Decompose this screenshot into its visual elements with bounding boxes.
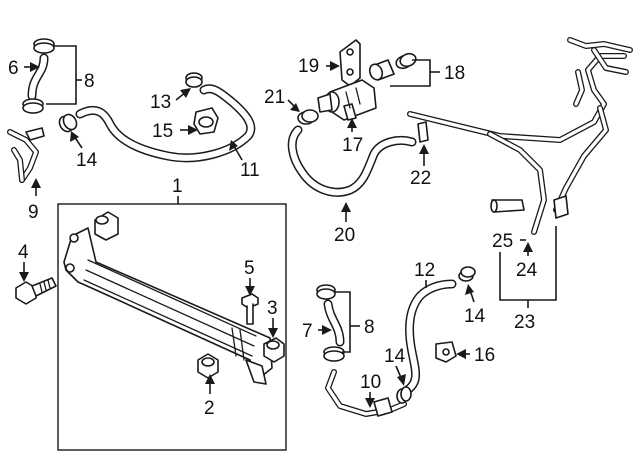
pipe-part-10: [325, 369, 407, 417]
callout-6: 6: [8, 58, 19, 79]
hose-part-7: [323, 299, 345, 347]
hose-part-6: [27, 53, 49, 101]
callout-4: 4: [18, 242, 29, 263]
callout-1: 1: [172, 176, 183, 197]
leader-8-upper: [46, 45, 77, 105]
nut-part-2: [197, 353, 219, 379]
callout-11: 11: [240, 160, 260, 181]
clamp-lower-mid-upper: [316, 284, 336, 300]
callout-7: 7: [302, 321, 313, 342]
callout-2: 2: [204, 398, 215, 419]
fitting-part-25: [490, 199, 525, 213]
clamp-part-14-lower: [396, 386, 412, 404]
bolt-part-4: [15, 277, 57, 305]
callout-15: 15: [152, 121, 173, 142]
grommet: [94, 211, 119, 241]
leaders: [19, 59, 557, 408]
clamp-part-13: [185, 72, 203, 88]
callout-8-upper: 8: [84, 71, 95, 92]
callout-13: 13: [150, 92, 171, 113]
callout-9: 9: [28, 202, 39, 223]
callout-24: 24: [516, 260, 538, 281]
callout-22: 22: [410, 168, 431, 189]
pipe-part-9: [7, 127, 45, 183]
callout-21: 21: [264, 87, 285, 108]
callout-20: 20: [334, 225, 355, 246]
callout-12: 12: [414, 260, 435, 281]
leader-8-lower: [334, 291, 351, 353]
bracket-part-19: [339, 39, 361, 87]
clamp-part-18: [368, 52, 417, 81]
callout-14-left: 14: [76, 150, 98, 171]
callout-10: 10: [360, 372, 381, 393]
clamp-lower-mid-lower: [323, 346, 345, 362]
callout-23: 23: [514, 312, 535, 333]
clamp-upper-left: [33, 38, 55, 54]
bushing-part-3: [263, 337, 285, 363]
clip-part-15: [193, 107, 219, 135]
callout-18: 18: [444, 63, 465, 84]
pipe-assembly-part-23: [407, 37, 633, 235]
bolt-part-5: [241, 293, 259, 325]
callout-3: 3: [267, 298, 278, 319]
clip-part-16: [435, 341, 457, 363]
callout-14-right: 14: [464, 306, 486, 327]
callout-19: 19: [298, 56, 319, 77]
callout-17: 17: [342, 135, 363, 156]
callout-8-lower: 8: [364, 317, 375, 338]
clamp-part-14-left: [58, 113, 78, 133]
callout-25: 25: [492, 231, 513, 252]
clamp-part-21: [297, 109, 319, 125]
callout-labels: 1 2 3 4 5 6 7 8 8 9 10 11 12 13 14 14 14…: [8, 56, 538, 419]
cooler-assembly-frame: [57, 203, 287, 451]
pump-part-17: [317, 79, 377, 121]
clamp-lower-left: [22, 98, 44, 114]
clamp-part-14-upper-right: [458, 266, 476, 282]
hose-part-11: [75, 84, 256, 163]
transmission-cooler: [63, 227, 273, 385]
callout-5: 5: [244, 258, 255, 279]
hose-part-20: [287, 125, 417, 197]
callout-14-lower: 14: [384, 346, 406, 367]
hose-part-12: [399, 279, 457, 397]
callout-16: 16: [474, 345, 495, 366]
fitting-part-22: [417, 121, 429, 143]
